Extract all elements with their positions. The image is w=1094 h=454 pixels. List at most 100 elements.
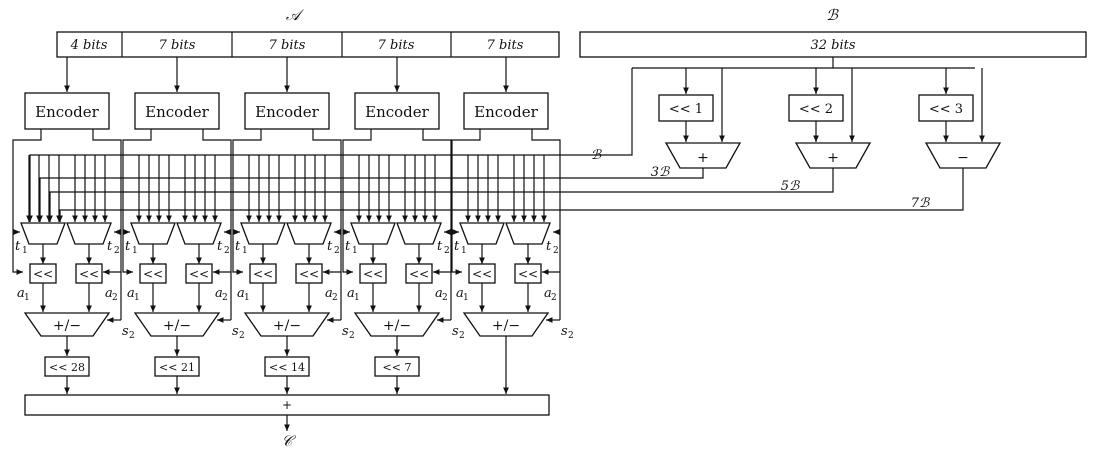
a1-sub: 1	[244, 293, 250, 303]
b-adder-op: +	[697, 150, 709, 166]
s2-label: s	[232, 324, 239, 339]
shift-small-label: <<	[299, 267, 319, 281]
b3-label: 3ℬ	[651, 165, 670, 180]
t1-sub: 1	[22, 246, 28, 256]
b-adder	[794, 142, 872, 169]
s2-sub: 2	[129, 331, 135, 341]
shift-small-label: <<	[189, 267, 209, 281]
input-b-label: ℬ	[826, 6, 839, 24]
t1-sub: 1	[132, 246, 138, 256]
encoder-box	[463, 92, 549, 130]
t1-label: t	[125, 239, 131, 254]
add-sub-label: +/−	[273, 318, 301, 334]
encoder-label: Encoder	[474, 103, 539, 121]
a-segment-label: 7 bits	[378, 38, 415, 53]
b-register: 32 bits	[579, 31, 1087, 58]
mux	[396, 222, 442, 245]
b-shift-label: << 1	[669, 102, 703, 117]
s2-sub: 2	[459, 331, 465, 341]
b-shift-box	[658, 94, 714, 122]
a2-sub: 2	[551, 293, 557, 303]
b5-label: 5ℬ	[781, 179, 800, 194]
input-a-label: 𝒜	[286, 6, 305, 24]
t1-label: t	[235, 239, 241, 254]
t1-sub: 1	[242, 246, 248, 256]
a-segment-label: 7 bits	[269, 38, 306, 53]
t1-label: t	[15, 239, 21, 254]
s2-label: s	[561, 324, 568, 339]
shift-small-label: <<	[363, 267, 383, 281]
t2-sub: 2	[444, 246, 450, 256]
a1-label: a	[127, 286, 135, 301]
b-shift-label: << 2	[799, 102, 833, 117]
a2-sub: 2	[442, 293, 448, 303]
a2-sub: 2	[332, 293, 338, 303]
t2-sub: 2	[334, 246, 340, 256]
add-sub-unit	[462, 312, 550, 337]
a2-label: a	[215, 286, 223, 301]
add-sub-label: +/−	[53, 318, 81, 334]
final-shift-label: << 7	[383, 361, 412, 374]
add-sub-unit	[133, 312, 221, 337]
a-segment-label: 7 bits	[487, 38, 524, 53]
t2-label: t	[327, 239, 333, 254]
a-segment-label: 7 bits	[159, 38, 196, 53]
add-sub-unit	[23, 312, 111, 337]
mux	[459, 222, 505, 245]
encoder-label: Encoder	[365, 103, 430, 121]
b-register-label: 32 bits	[810, 38, 855, 53]
final-shift-label: << 28	[49, 361, 85, 374]
shift-small-label: <<	[143, 267, 163, 281]
a1-label: a	[456, 286, 464, 301]
add-sub-label: +/−	[492, 318, 520, 334]
t1-label: t	[345, 239, 351, 254]
final-shift-label: << 14	[269, 361, 305, 374]
add-sub-label: +/−	[383, 318, 411, 334]
shift-small-label: <<	[79, 267, 99, 281]
s2-label: s	[452, 324, 459, 339]
a2-sub: 2	[222, 293, 228, 303]
s2-label: s	[122, 324, 129, 339]
a2-sub: 2	[112, 293, 118, 303]
mux	[176, 222, 222, 245]
shift-small-label: <<	[518, 267, 538, 281]
t1-sub: 1	[352, 246, 358, 256]
encoder-label: Encoder	[35, 103, 100, 121]
encoder-box	[244, 92, 330, 130]
a1-sub: 1	[354, 293, 360, 303]
t2-label: t	[217, 239, 223, 254]
s2-sub: 2	[568, 331, 574, 341]
t1-label: t	[454, 239, 460, 254]
output-c-label: 𝒞	[282, 432, 297, 450]
t2-label: t	[107, 239, 113, 254]
add-sub-label: +/−	[163, 318, 191, 334]
b-adder	[924, 142, 1002, 169]
a2-label: a	[544, 286, 552, 301]
encoder-label: Encoder	[255, 103, 320, 121]
b-wire-label: ℬ	[591, 148, 602, 163]
shift-small-label: <<	[253, 267, 273, 281]
s2-sub: 2	[239, 331, 245, 341]
encoder-label: Encoder	[145, 103, 210, 121]
b-adder-op: +	[827, 150, 839, 166]
b-adder-op: −	[957, 150, 969, 166]
a2-label: a	[325, 286, 333, 301]
t2-sub: 2	[553, 246, 559, 256]
a1-label: a	[17, 286, 25, 301]
shift-small-label: <<	[409, 267, 429, 281]
add-sub-unit	[243, 312, 331, 337]
b-shift-box	[918, 94, 974, 122]
mux	[66, 222, 112, 245]
mux	[20, 222, 66, 245]
a1-label: a	[347, 286, 355, 301]
b-shift-label: << 3	[929, 102, 963, 117]
shift-small-label: <<	[472, 267, 492, 281]
s2-sub: 2	[349, 331, 355, 341]
t2-label: t	[437, 239, 443, 254]
t2-sub: 2	[114, 246, 120, 256]
a-register: 4 bits 7 bits 7 bits 7 bits 7 bits	[56, 31, 560, 58]
a1-sub: 1	[134, 293, 140, 303]
a1-sub: 1	[24, 293, 30, 303]
final-adder-label: +	[282, 398, 292, 412]
t1-sub: 1	[461, 246, 467, 256]
